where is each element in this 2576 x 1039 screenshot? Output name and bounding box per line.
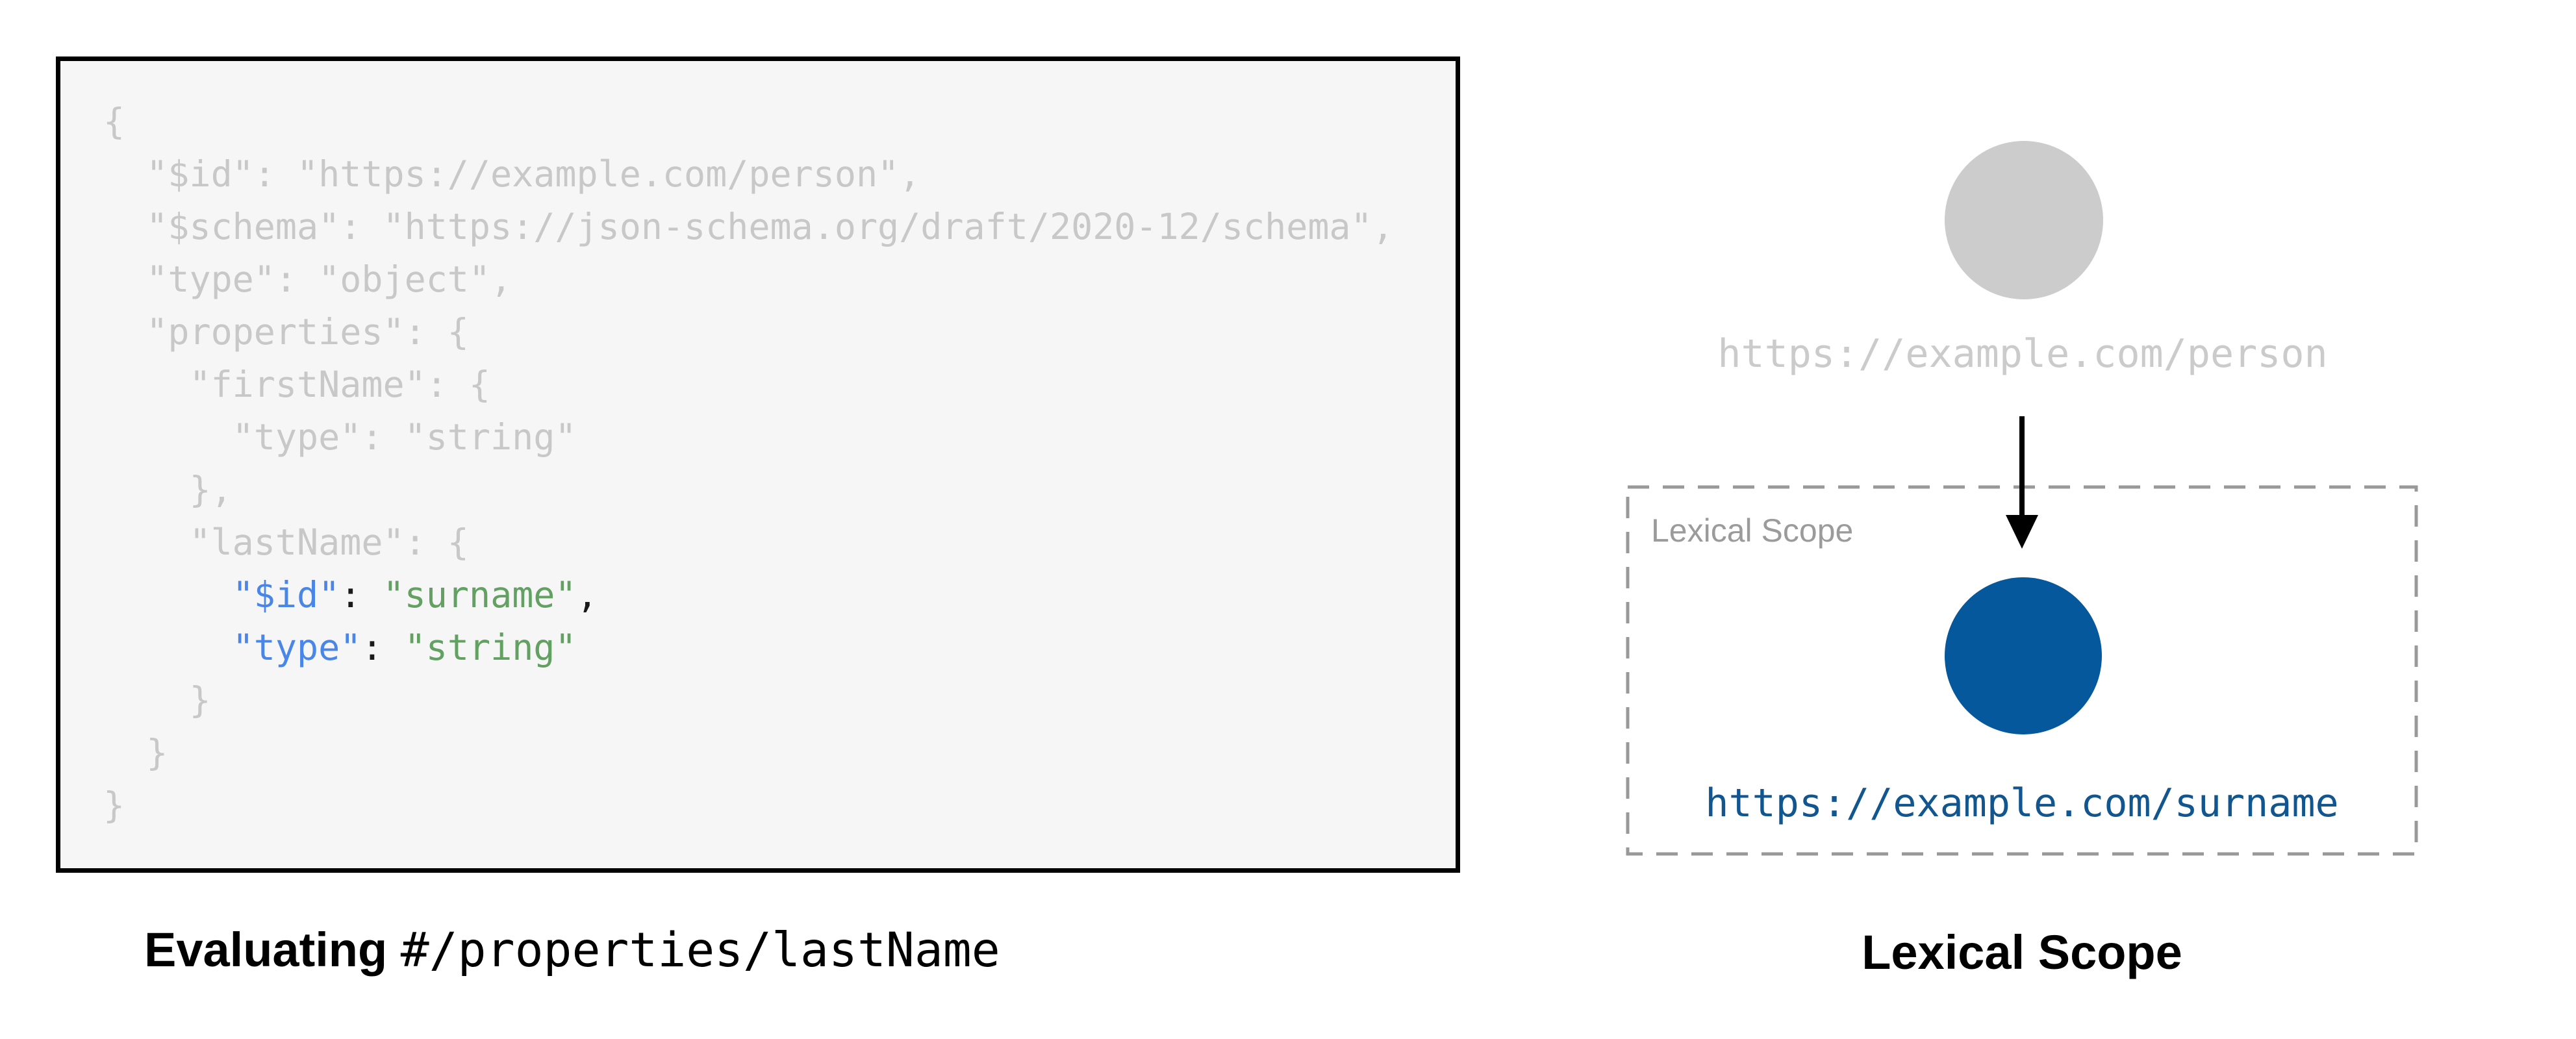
code-line: } — [103, 732, 168, 773]
arrowhead-icon — [2006, 515, 2038, 549]
code-line: "$id": "surname", — [232, 574, 598, 616]
child-schema-uri: https://example.com/surname — [1705, 781, 2339, 826]
right-caption: Lexical Scope — [1862, 925, 2182, 979]
lexical-scope-box-title: Lexical Scope — [1651, 512, 1854, 549]
code-line: }, — [103, 469, 233, 510]
left-caption-space — [387, 923, 401, 977]
code-line: "$schema": "https://json-schema.org/draf… — [103, 206, 1394, 247]
code-line: { — [103, 101, 125, 142]
code-line: "$id": "https://example.com/person", — [103, 153, 921, 195]
code-line: "firstName": { — [103, 364, 491, 405]
code-line: "properties": { — [103, 311, 469, 353]
parent-schema-node-circle — [1945, 141, 2103, 299]
left-caption-json-pointer: #/properties/lastName — [400, 923, 1000, 978]
code-line: "type": "string" — [232, 627, 577, 668]
lexical-scope-diagram-layer — [1626, 416, 2418, 856]
left-caption: Evaluating #/properties/lastName — [144, 922, 1000, 978]
left-caption-evaluating: Evaluating — [144, 923, 388, 977]
parent-schema-uri: https://example.com/person — [1717, 331, 2328, 377]
code-line: "type": "string" — [103, 416, 577, 458]
json-schema-code: { "$id": "https://example.com/person", "… — [56, 56, 1460, 873]
code-line: } — [103, 679, 211, 721]
child-schema-node-circle — [1945, 577, 2102, 734]
code-line: } — [103, 784, 125, 826]
code-line: "lastName": { — [103, 521, 469, 563]
code-line: "type": "object", — [103, 258, 512, 300]
